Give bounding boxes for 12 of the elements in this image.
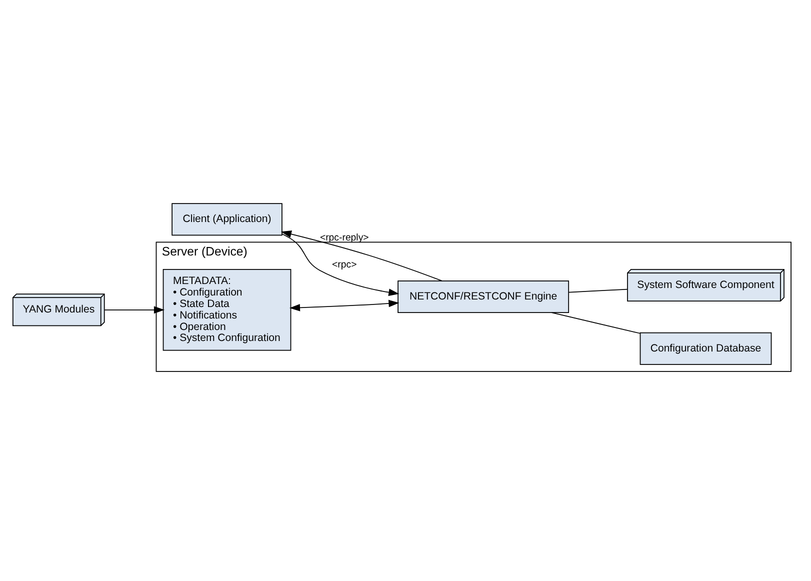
connector bbox=[568, 288, 628, 292]
connector bbox=[551, 312, 641, 334]
node-box: NETCONF/RESTCONF Engine bbox=[398, 280, 570, 312]
edge-label: <rpc-reply> bbox=[320, 232, 369, 243]
node-box: METADATA: • Configuration • State Data • Notifications • Operation • System Configuration bbox=[162, 268, 292, 350]
node-box: Client (Application) bbox=[172, 202, 282, 236]
arrow bbox=[280, 230, 442, 281]
node-box: Configuration Database bbox=[640, 332, 772, 364]
edge-label: <rpc> bbox=[332, 259, 357, 270]
arrow bbox=[289, 299, 400, 311]
arrow bbox=[282, 233, 400, 296]
arrow bbox=[104, 306, 165, 314]
